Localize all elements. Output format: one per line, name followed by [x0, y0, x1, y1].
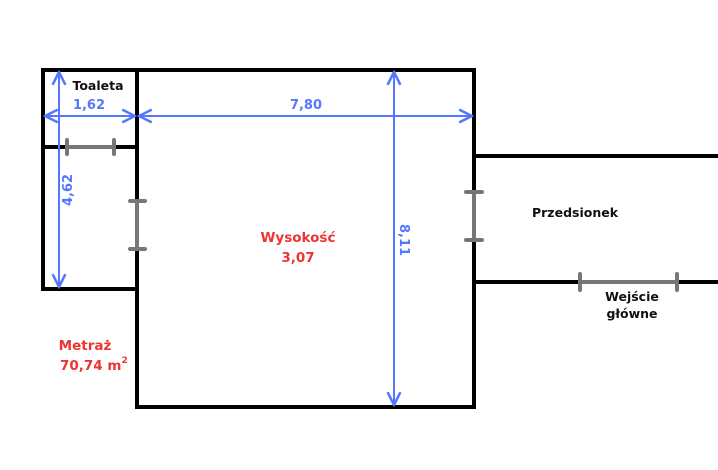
door-main-entrance	[578, 272, 679, 292]
door-room-vestibule	[464, 190, 484, 242]
room-length-label: 8,11	[396, 224, 411, 256]
area-unit-superscript: 2	[121, 356, 127, 366]
area-number: 70,74 m	[60, 358, 121, 374]
door-toilet-room	[128, 199, 147, 251]
entrance-label-line2: główne	[606, 306, 657, 321]
area-label: Metraż	[59, 338, 112, 354]
toilet-label: Toaleta	[72, 78, 123, 93]
height-value: 3,07	[281, 250, 314, 266]
height-label: Wysokość	[261, 230, 336, 246]
entrance-label-line1: Wejście	[605, 289, 659, 304]
vestibule-label: Przedsionek	[532, 205, 619, 220]
walls	[41, 68, 718, 409]
room-width-label: 7,80	[290, 98, 322, 113]
toilet-length-label: 4,62	[61, 174, 76, 206]
door-toilet	[65, 138, 116, 156]
toilet-width-label: 1,62	[73, 98, 105, 113]
doors	[65, 138, 679, 292]
dimension-lines	[45, 72, 472, 405]
area-value: 70,74 m2	[60, 356, 128, 374]
